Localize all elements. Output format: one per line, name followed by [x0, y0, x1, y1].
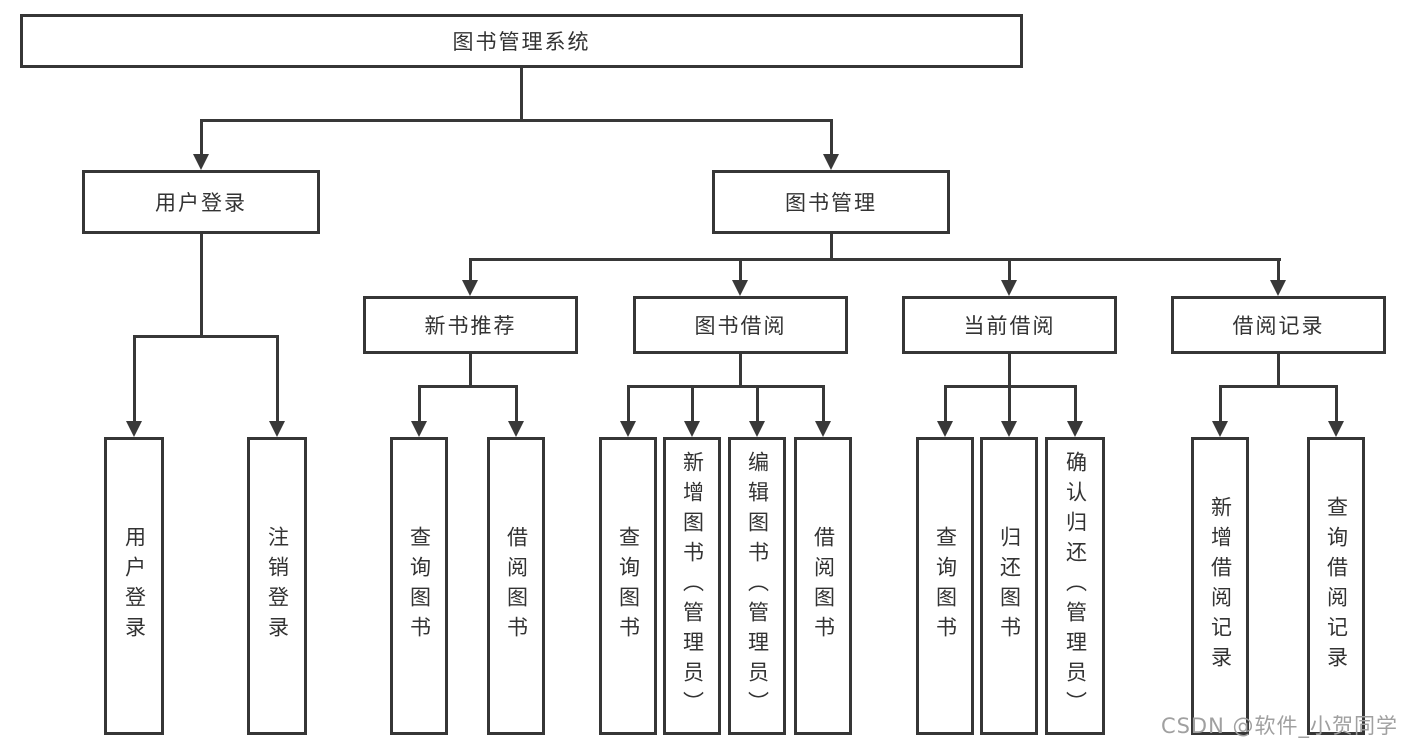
- connector-arrowhead: [193, 154, 209, 170]
- connector-line: [1219, 385, 1222, 423]
- connector-line: [469, 354, 472, 385]
- leaf-logout: 注销登录: [247, 437, 307, 735]
- connector-arrowhead: [462, 280, 478, 296]
- leaf-return-books-label: 归还图书: [997, 526, 1022, 646]
- connector-line: [739, 258, 742, 282]
- connector-arrowhead: [269, 421, 285, 437]
- connector-line: [1008, 385, 1011, 423]
- connector-line: [200, 119, 833, 122]
- connector-line: [200, 234, 203, 335]
- connector-line: [830, 119, 833, 156]
- node-user-login: 用户登录: [82, 170, 320, 234]
- leaf-confirm-return-admin-label: 确认归还（管理员）: [1063, 451, 1088, 721]
- connector-arrowhead: [937, 421, 953, 437]
- connector-line: [418, 385, 421, 423]
- node-current-borrowing-label: 当前借阅: [963, 314, 1056, 338]
- node-new-book-recommendation-label: 新书推荐: [424, 314, 517, 338]
- connector-arrowhead: [815, 421, 831, 437]
- connector-line: [822, 385, 825, 423]
- connector-line: [739, 354, 742, 385]
- connector-arrowhead: [1212, 421, 1228, 437]
- connector-line: [1008, 354, 1011, 385]
- node-book-management-label: 图书管理: [785, 191, 877, 215]
- connector-arrowhead: [732, 280, 748, 296]
- leaf-borrow-books-borrowing-label: 借阅图书: [811, 526, 836, 646]
- leaf-add-borrow-record: 新增借阅记录: [1191, 437, 1249, 735]
- connector-line: [520, 68, 523, 119]
- node-book-borrowing-label: 图书借阅: [694, 314, 787, 338]
- leaf-add-books-admin: 新增图书（管理员）: [663, 437, 721, 735]
- connector-line: [276, 335, 279, 423]
- connector-line: [469, 258, 472, 282]
- node-user-login-label: 用户登录: [155, 191, 247, 215]
- connector-arrowhead: [1067, 421, 1083, 437]
- connector-arrowhead: [411, 421, 427, 437]
- node-borrowing-records-label: 借阅记录: [1232, 314, 1325, 338]
- leaf-edit-books-admin: 编辑图书（管理员）: [728, 437, 786, 735]
- leaf-borrow-books-recommend-label: 借阅图书: [504, 526, 529, 646]
- leaf-logout-label: 注销登录: [265, 526, 290, 646]
- connector-line: [944, 385, 947, 423]
- connector-line: [756, 385, 759, 423]
- connector-arrowhead: [1001, 280, 1017, 296]
- connector-arrowhead: [620, 421, 636, 437]
- leaf-add-books-admin-label: 新增图书（管理员）: [680, 451, 705, 721]
- connector-line: [1277, 354, 1280, 385]
- connector-arrowhead: [823, 154, 839, 170]
- leaf-query-borrow-record: 查询借阅记录: [1307, 437, 1365, 735]
- connector-line: [133, 335, 279, 338]
- connector-line: [691, 385, 694, 423]
- leaf-return-books: 归还图书: [980, 437, 1038, 735]
- node-book-borrowing: 图书借阅: [633, 296, 848, 354]
- connector-line: [469, 258, 1281, 261]
- leaf-user-login: 用户登录: [104, 437, 164, 735]
- connector-line: [1277, 258, 1280, 282]
- node-borrowing-records: 借阅记录: [1171, 296, 1386, 354]
- leaf-user-login-label: 用户登录: [122, 526, 147, 646]
- connector-line: [627, 385, 630, 423]
- connector-line: [1335, 385, 1338, 423]
- connector-line: [1074, 385, 1077, 423]
- connector-arrowhead: [1270, 280, 1286, 296]
- leaf-borrow-books-recommend: 借阅图书: [487, 437, 545, 735]
- leaf-add-borrow-record-label: 新增借阅记录: [1208, 496, 1233, 676]
- leaf-edit-books-admin-label: 编辑图书（管理员）: [745, 451, 770, 721]
- connector-arrowhead: [684, 421, 700, 437]
- connector-arrowhead: [1001, 421, 1017, 437]
- node-new-book-recommendation: 新书推荐: [363, 296, 578, 354]
- node-root: 图书管理系统: [20, 14, 1023, 68]
- leaf-confirm-return-admin: 确认归还（管理员）: [1045, 437, 1105, 735]
- leaf-query-books-borrowing-label: 查询图书: [616, 526, 641, 646]
- node-current-borrowing: 当前借阅: [902, 296, 1117, 354]
- leaf-query-books-borrowing: 查询图书: [599, 437, 657, 735]
- connector-line: [627, 385, 825, 388]
- connector-arrowhead: [1328, 421, 1344, 437]
- connector-arrowhead: [126, 421, 142, 437]
- watermark: CSDN @软件_小贺同学: [1160, 714, 1398, 738]
- leaf-query-borrow-record-label: 查询借阅记录: [1324, 496, 1349, 676]
- connector-line: [133, 335, 136, 423]
- node-root-label: 图书管理系统: [452, 30, 591, 54]
- node-book-management: 图书管理: [712, 170, 950, 234]
- leaf-query-books-current-label: 查询图书: [933, 526, 958, 646]
- connector-line: [830, 234, 833, 258]
- leaf-query-books-current: 查询图书: [916, 437, 974, 735]
- leaf-borrow-books-borrowing: 借阅图书: [794, 437, 852, 735]
- connector-arrowhead: [508, 421, 524, 437]
- connector-line: [418, 385, 518, 388]
- connector-line: [515, 385, 518, 423]
- connector-arrowhead: [749, 421, 765, 437]
- connector-line: [1008, 258, 1011, 282]
- connector-line: [1219, 385, 1338, 388]
- leaf-query-books-recommend-label: 查询图书: [407, 526, 432, 646]
- connector-line: [200, 119, 203, 156]
- leaf-query-books-recommend: 查询图书: [390, 437, 448, 735]
